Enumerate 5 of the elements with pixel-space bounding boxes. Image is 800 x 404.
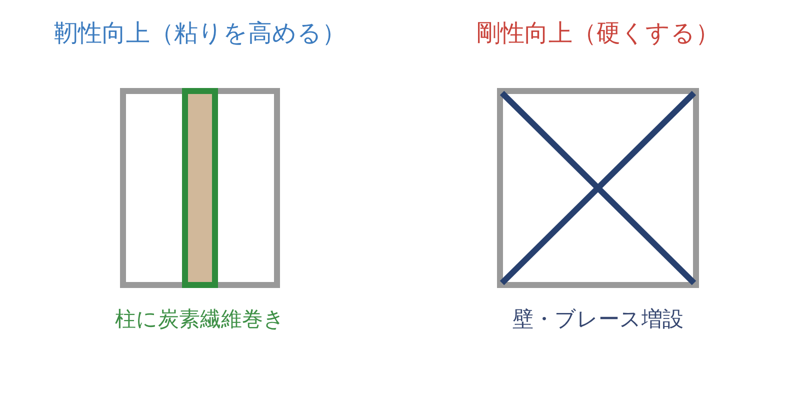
wrapped-column <box>182 88 218 288</box>
node-label: 柱に炭素繊維巻き <box>115 306 285 332</box>
node-label: 壁・ブレース増設 <box>512 306 684 332</box>
heading: 剛性向上（硬くする） <box>476 18 720 48</box>
heading: 靭性向上（粘りを高める） <box>54 18 346 48</box>
